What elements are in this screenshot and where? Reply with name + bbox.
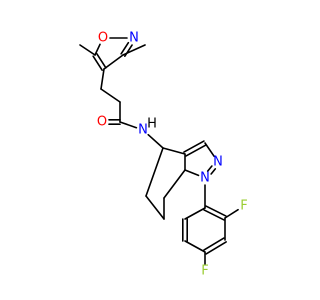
bond-o1-c3	[94, 43, 101, 56]
bond-c12-c13	[145, 195, 165, 220]
atom-label-f2: F	[201, 264, 208, 279]
bond-c7-c8	[162, 147, 186, 155]
bond-layer	[79, 37, 239, 265]
bond-a1-a2-a	[203, 209, 225, 221]
atom-label-h1: H	[147, 117, 157, 132]
bond-c8-c9-b	[183, 140, 205, 153]
bond-n3-n4-b	[210, 168, 217, 175]
atom-label-n3: N	[213, 155, 223, 170]
bond-n2-c7	[147, 133, 164, 149]
bond-c4-c5	[100, 88, 121, 103]
bond-c8-c9-a	[185, 144, 207, 157]
bond-a6-a1	[184, 207, 206, 220]
bond-c6-n2	[119, 121, 138, 129]
atom-label-f1: F	[240, 199, 247, 214]
bond-c10-c11	[163, 169, 186, 199]
bond-c13-c7	[145, 147, 164, 197]
bond-c3-c1-a	[92, 55, 103, 71]
bond-c2-n1-b	[120, 41, 130, 55]
bond-a3-a4-a	[203, 237, 225, 251]
bond-c1-c4	[100, 68, 105, 90]
atom-label-o1: O	[98, 31, 108, 46]
atom-label-n2: N	[138, 123, 148, 138]
bond-c3-me2	[79, 44, 96, 56]
bond-n3-n4-a	[206, 165, 213, 172]
atom-label-n1: N	[129, 31, 139, 46]
bond-a1-a2-b	[205, 205, 227, 217]
atom-label-o2: O	[97, 115, 107, 130]
bond-a4-a5	[184, 240, 206, 253]
bond-n4-c10	[184, 169, 200, 177]
bond-a2-f1	[224, 208, 239, 219]
atom-label-n4: N	[200, 171, 210, 186]
bond-c1-c2	[103, 54, 124, 70]
bond-a3-a4-b	[205, 241, 227, 255]
bond-c9-n3	[204, 142, 215, 158]
bond-c3-c1-b	[96, 53, 107, 69]
bond-c2-me1	[122, 44, 146, 56]
